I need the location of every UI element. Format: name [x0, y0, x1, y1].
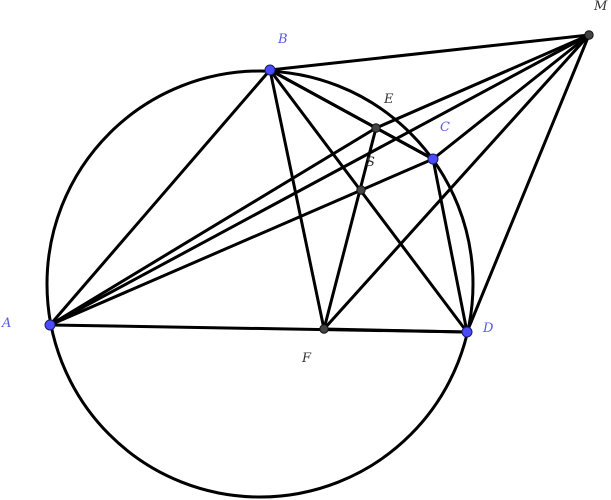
- segment-fm: [322, 33, 591, 331]
- label-point-a: A: [1, 316, 11, 331]
- point-e: [371, 123, 381, 133]
- point-d: [461, 326, 473, 338]
- segment-ab: [48, 68, 272, 327]
- label-point-f: F: [301, 351, 312, 366]
- label-point-d: D: [482, 321, 494, 336]
- point-a: [44, 319, 56, 331]
- segment-am: [48, 33, 591, 327]
- label-point-b: B: [277, 32, 288, 47]
- point-f: [319, 324, 329, 334]
- segment-fd: [322, 327, 469, 334]
- label-point-c: C: [440, 120, 450, 135]
- label-point-s: S: [366, 155, 375, 170]
- segment-ec: [374, 126, 435, 161]
- segment-ae: [48, 126, 378, 327]
- segment-bd: [268, 68, 469, 334]
- segment-ef: [322, 126, 378, 331]
- segment-cd: [431, 157, 469, 334]
- point-s: [356, 185, 366, 195]
- label-point-m: M: [593, 0, 608, 14]
- segment-bf: [268, 68, 326, 331]
- segment-ac: [48, 157, 435, 327]
- circumcircle: [45, 69, 475, 499]
- segment-dm: [465, 33, 591, 334]
- segment-cm: [431, 33, 591, 161]
- point-c: [427, 153, 439, 165]
- point-b: [264, 64, 276, 76]
- segment-bm: [268, 33, 591, 72]
- segment-em: [374, 33, 591, 130]
- label-point-e: E: [383, 92, 394, 107]
- point-m: [584, 30, 594, 40]
